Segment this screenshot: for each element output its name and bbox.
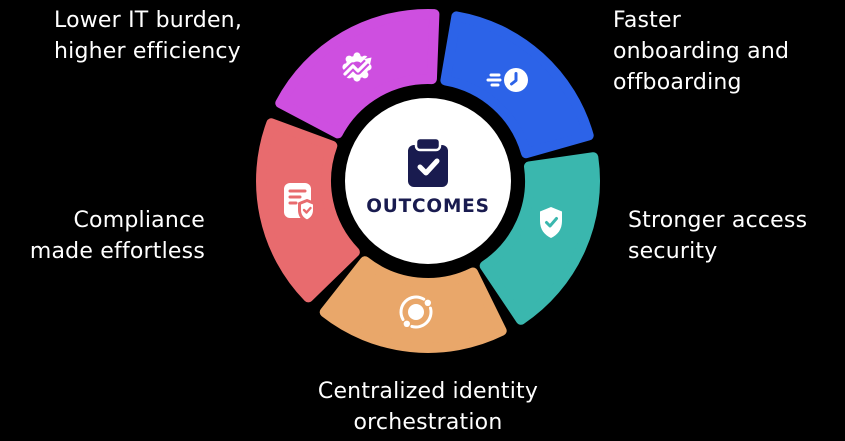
label-stronger-security: Stronger access security xyxy=(628,208,808,264)
label-compliance: Compliance made effortless xyxy=(29,208,205,264)
label-faster-onboarding: Faster onboarding and offboarding xyxy=(613,8,790,95)
label-lower-it-burden: Lower IT burden, higher efficiency xyxy=(54,8,243,64)
shield-check-icon xyxy=(540,207,562,238)
label-centralized-orchestration: Centralized identity orchestration xyxy=(317,379,539,435)
doc-shield-icon xyxy=(284,183,316,223)
gear-arrow-icon xyxy=(341,52,373,82)
fast-clock-icon xyxy=(486,68,528,92)
segment-stronger-security xyxy=(479,152,600,325)
clipboard-check-icon xyxy=(408,136,448,187)
orbit-icon xyxy=(399,295,433,329)
hub-label: OUTCOMES xyxy=(366,196,489,217)
